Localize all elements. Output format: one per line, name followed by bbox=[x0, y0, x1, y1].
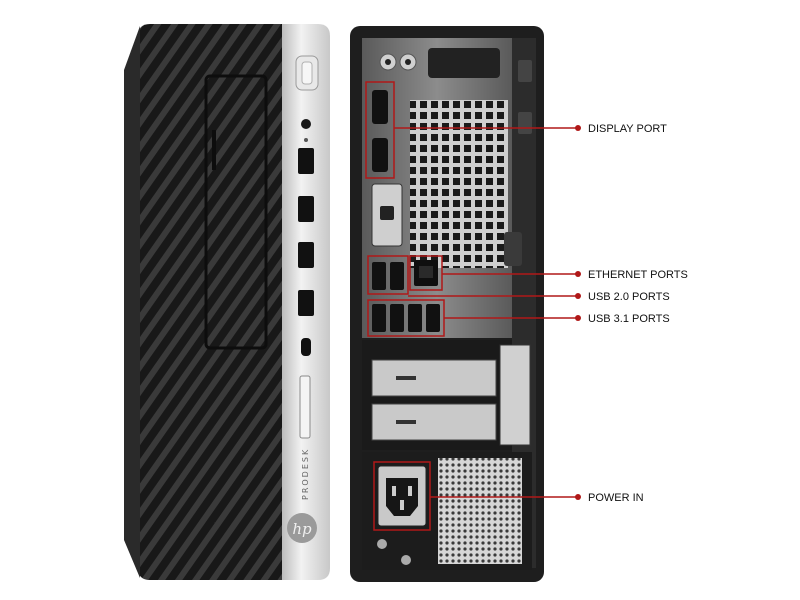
usb20-port bbox=[390, 262, 404, 290]
front-panel-grille bbox=[138, 24, 282, 580]
front-usb-port bbox=[298, 148, 314, 174]
card-reader-slot bbox=[299, 375, 311, 439]
front-usb-port bbox=[298, 196, 314, 222]
serial-port-cover bbox=[428, 48, 500, 78]
display-port bbox=[372, 90, 388, 124]
usb31-ports-label: USB 3.1 PORTS bbox=[588, 313, 670, 325]
expansion-slot-cover bbox=[371, 403, 497, 441]
usb20-ports-leader-dot bbox=[575, 293, 581, 299]
display-port bbox=[372, 138, 388, 172]
expansion-slot-cover bbox=[371, 359, 497, 397]
series-text: PRODESK bbox=[301, 448, 310, 500]
usb31-port bbox=[390, 304, 404, 332]
rear-view bbox=[350, 26, 544, 582]
usb20-highlight bbox=[367, 255, 409, 295]
front-panel-side bbox=[124, 26, 140, 578]
ethernet-ports-label: ETHERNET PORTS bbox=[588, 269, 688, 281]
hp-logo: hp bbox=[287, 513, 317, 543]
front-view: PRODESK hp bbox=[124, 24, 330, 580]
usb31-ports-leader-dot bbox=[575, 315, 581, 321]
ethernet-ports-leader-dot bbox=[575, 271, 581, 277]
power-in-label: POWER IN bbox=[588, 492, 644, 504]
ethernet-highlight bbox=[409, 255, 443, 291]
audio-jack bbox=[301, 119, 311, 129]
psu-fan-grill bbox=[438, 458, 522, 564]
power-in-leader-dot bbox=[575, 494, 581, 500]
drive-bay bbox=[204, 74, 268, 350]
power-in-highlight bbox=[373, 461, 431, 531]
svg-text:hp: hp bbox=[292, 520, 312, 538]
callout-layer: DISPLAY PORT ETHERNET PORTS USB 2.0 PORTS U… bbox=[394, 123, 688, 504]
front-usb-port bbox=[298, 242, 314, 268]
usb31-port bbox=[426, 304, 440, 332]
front-usbc-port bbox=[301, 338, 311, 356]
display-port-label: DISPLAY PORT bbox=[588, 123, 667, 135]
display-port-highlight bbox=[365, 81, 395, 179]
usb20-port bbox=[372, 262, 386, 290]
usb31-port bbox=[408, 304, 422, 332]
usb31-port bbox=[372, 304, 386, 332]
usb20-ports-label: USB 2.0 PORTS bbox=[588, 291, 670, 303]
vent-grid bbox=[410, 100, 508, 268]
display-port-leader-dot bbox=[575, 125, 581, 131]
front-usb-port bbox=[298, 290, 314, 316]
